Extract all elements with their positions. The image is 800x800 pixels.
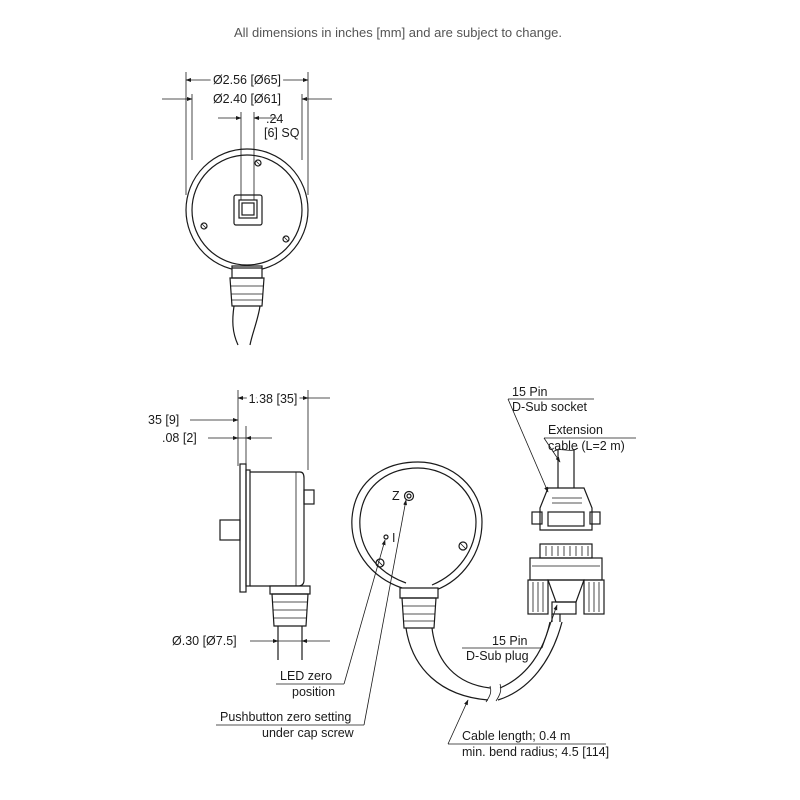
plug-callout-a: 15 Pin bbox=[492, 634, 527, 648]
i-marker-label: I bbox=[392, 531, 395, 545]
cable-callout-b: min. bend radius; 4.5 [114] bbox=[462, 745, 609, 759]
pushbutton-callout-b: under cap screw bbox=[262, 726, 355, 740]
flange-thickness-label: .08 [2] bbox=[162, 431, 197, 445]
pushbutton-callout-a: Pushbutton zero setting bbox=[220, 710, 351, 724]
rear-view: Z I bbox=[351, 461, 483, 629]
socket-callout-b: D-Sub socket bbox=[512, 400, 588, 414]
led-icon bbox=[383, 534, 389, 540]
socket-callout-a: 15 Pin bbox=[512, 385, 547, 399]
inner-diameter-label: Ø2.40 [Ø61] bbox=[213, 92, 281, 106]
callouts: 15 Pin D-Sub socket Extension cable (L=2… bbox=[216, 385, 636, 759]
shaft-square-label-a: .24 bbox=[266, 112, 283, 126]
side-view: 1.38 [35] 35 [9] .08 [2] Ø.30 [Ø7.5] bbox=[148, 389, 330, 660]
outer-diameter-label: Ø2.56 [Ø65] bbox=[213, 73, 281, 87]
led-callout-b: position bbox=[292, 685, 335, 699]
flange-label: 35 [9] bbox=[148, 413, 179, 427]
led-callout-a: LED zero bbox=[280, 669, 332, 683]
depth-label: 1.38 [35] bbox=[249, 392, 298, 406]
cable-diameter-label: Ø.30 [Ø7.5] bbox=[172, 634, 237, 648]
shaft-square-label-b: [6] SQ bbox=[264, 126, 300, 140]
dsub-plug bbox=[527, 543, 605, 615]
z-pushbutton-icon[interactable] bbox=[403, 490, 415, 502]
z-marker-label: Z bbox=[392, 489, 400, 503]
dimensions-notice: All dimensions in inches [mm] and are su… bbox=[234, 25, 562, 40]
front-view: Ø2.56 [Ø65] Ø2.40 [Ø61] .24 [6] SQ bbox=[162, 70, 332, 346]
dsub-socket bbox=[531, 447, 601, 531]
cable-callout-a: Cable length; 0.4 m bbox=[462, 729, 570, 743]
extension-callout-a: Extension bbox=[548, 423, 603, 437]
extension-callout-b: cable (L=2 m) bbox=[548, 439, 625, 453]
plug-callout-b: D-Sub plug bbox=[466, 649, 529, 663]
